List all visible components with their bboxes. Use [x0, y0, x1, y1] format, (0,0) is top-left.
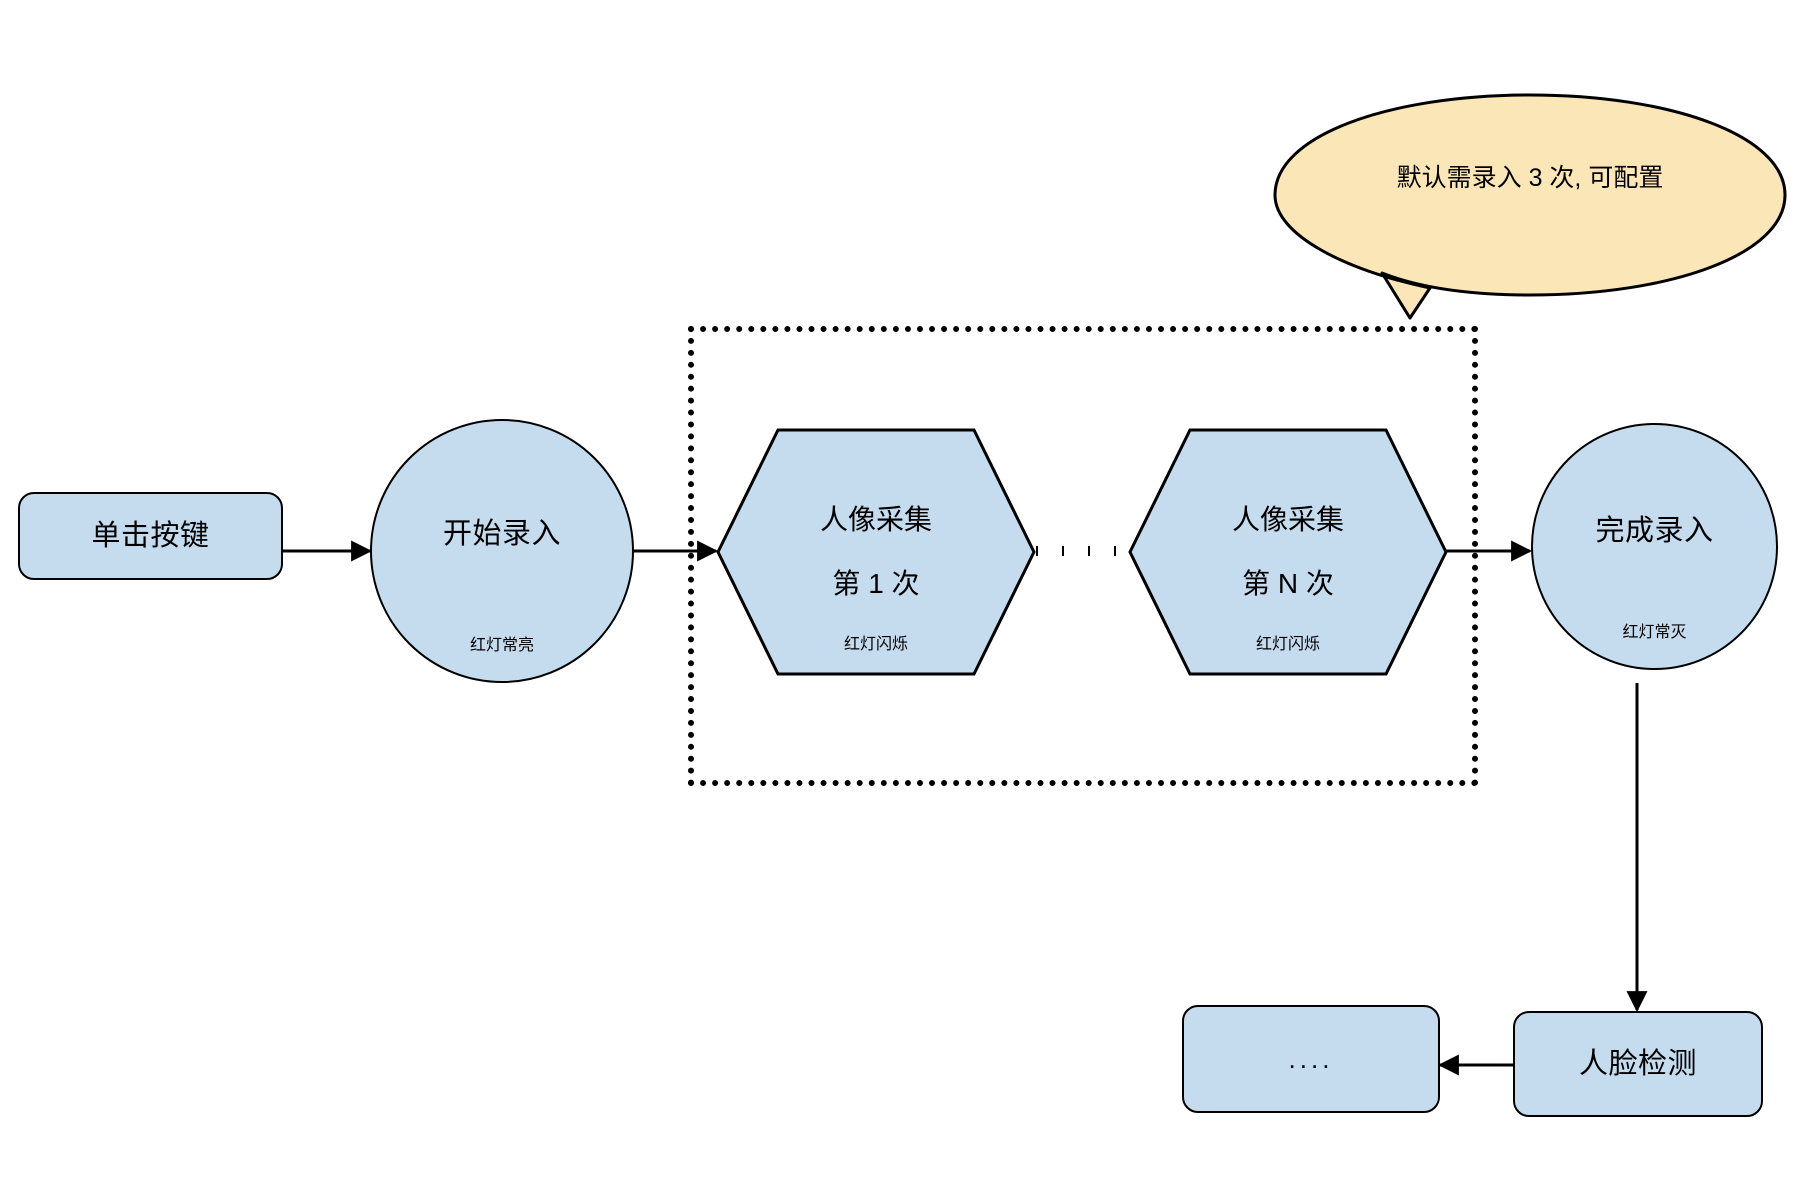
callout-bubble: 默认需录入 3 次, 可配置	[1270, 90, 1790, 320]
node-finish-enroll[interactable]: 完成录入 红灯常灭	[1531, 423, 1778, 670]
node-finish-enroll-sublabel: 红灯常灭	[1622, 623, 1687, 641]
node-start-enroll[interactable]: 开始录入 红灯常亮	[370, 419, 634, 683]
node-click-key-label: 单击按键	[91, 519, 210, 552]
node-start-enroll-label: 开始录入	[442, 517, 561, 550]
node-face-detect-label: 人脸检测	[1578, 1047, 1697, 1080]
callout-shape	[1273, 93, 1787, 320]
node-start-enroll-sublabel: 红灯常亮	[469, 636, 534, 654]
node-capture-nth[interactable]: 人像采集 第 N 次 红灯闪烁	[1128, 428, 1448, 676]
node-finish-enroll-label: 完成录入	[1595, 515, 1714, 548]
node-click-key[interactable]: 单击按键	[18, 492, 283, 580]
node-face-detect[interactable]: 人脸检测	[1513, 1011, 1763, 1117]
node-capture-first[interactable]: 人像采集 第 1 次 红灯闪烁	[716, 428, 1036, 676]
node-more[interactable]: ....	[1182, 1005, 1440, 1113]
capture-loop-group	[688, 326, 1478, 786]
node-more-label: ....	[1288, 1043, 1334, 1074]
